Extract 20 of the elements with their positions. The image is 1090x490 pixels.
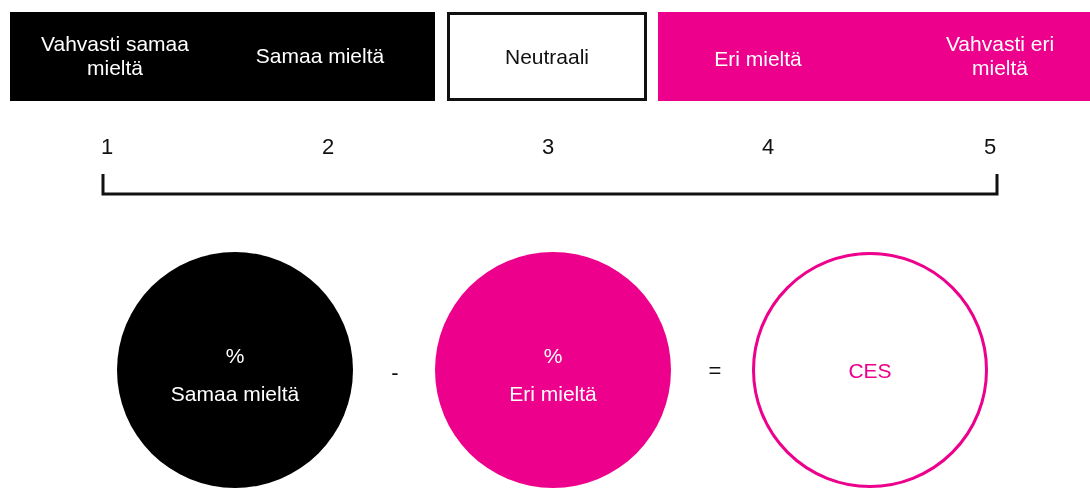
scale-number: 3 (541, 134, 555, 160)
category-label: Neutraali (503, 45, 590, 69)
category-label: Samaa mieltä (254, 44, 386, 68)
category-label: % (224, 344, 246, 368)
category-label: % (542, 344, 564, 368)
category-label: Vahvasti samaa mieltä (40, 32, 190, 80)
scale-number: 4 (761, 134, 775, 160)
category-label: CES (847, 359, 893, 383)
scale-bar (658, 12, 1090, 101)
scale-bar (10, 12, 435, 101)
category-label: Eri mieltä (713, 47, 803, 71)
category-label: Samaa mieltä (169, 382, 301, 406)
scale-number: 2 (321, 134, 335, 160)
scale-number: 1 (100, 134, 114, 160)
equals-sign: = (708, 358, 722, 384)
scale-box (447, 12, 647, 101)
category-label: Vahvasti eri mieltä (944, 32, 1056, 80)
scale-number: 5 (983, 134, 997, 160)
category-label: Eri mieltä (508, 382, 598, 406)
minus-sign: - (391, 360, 399, 386)
